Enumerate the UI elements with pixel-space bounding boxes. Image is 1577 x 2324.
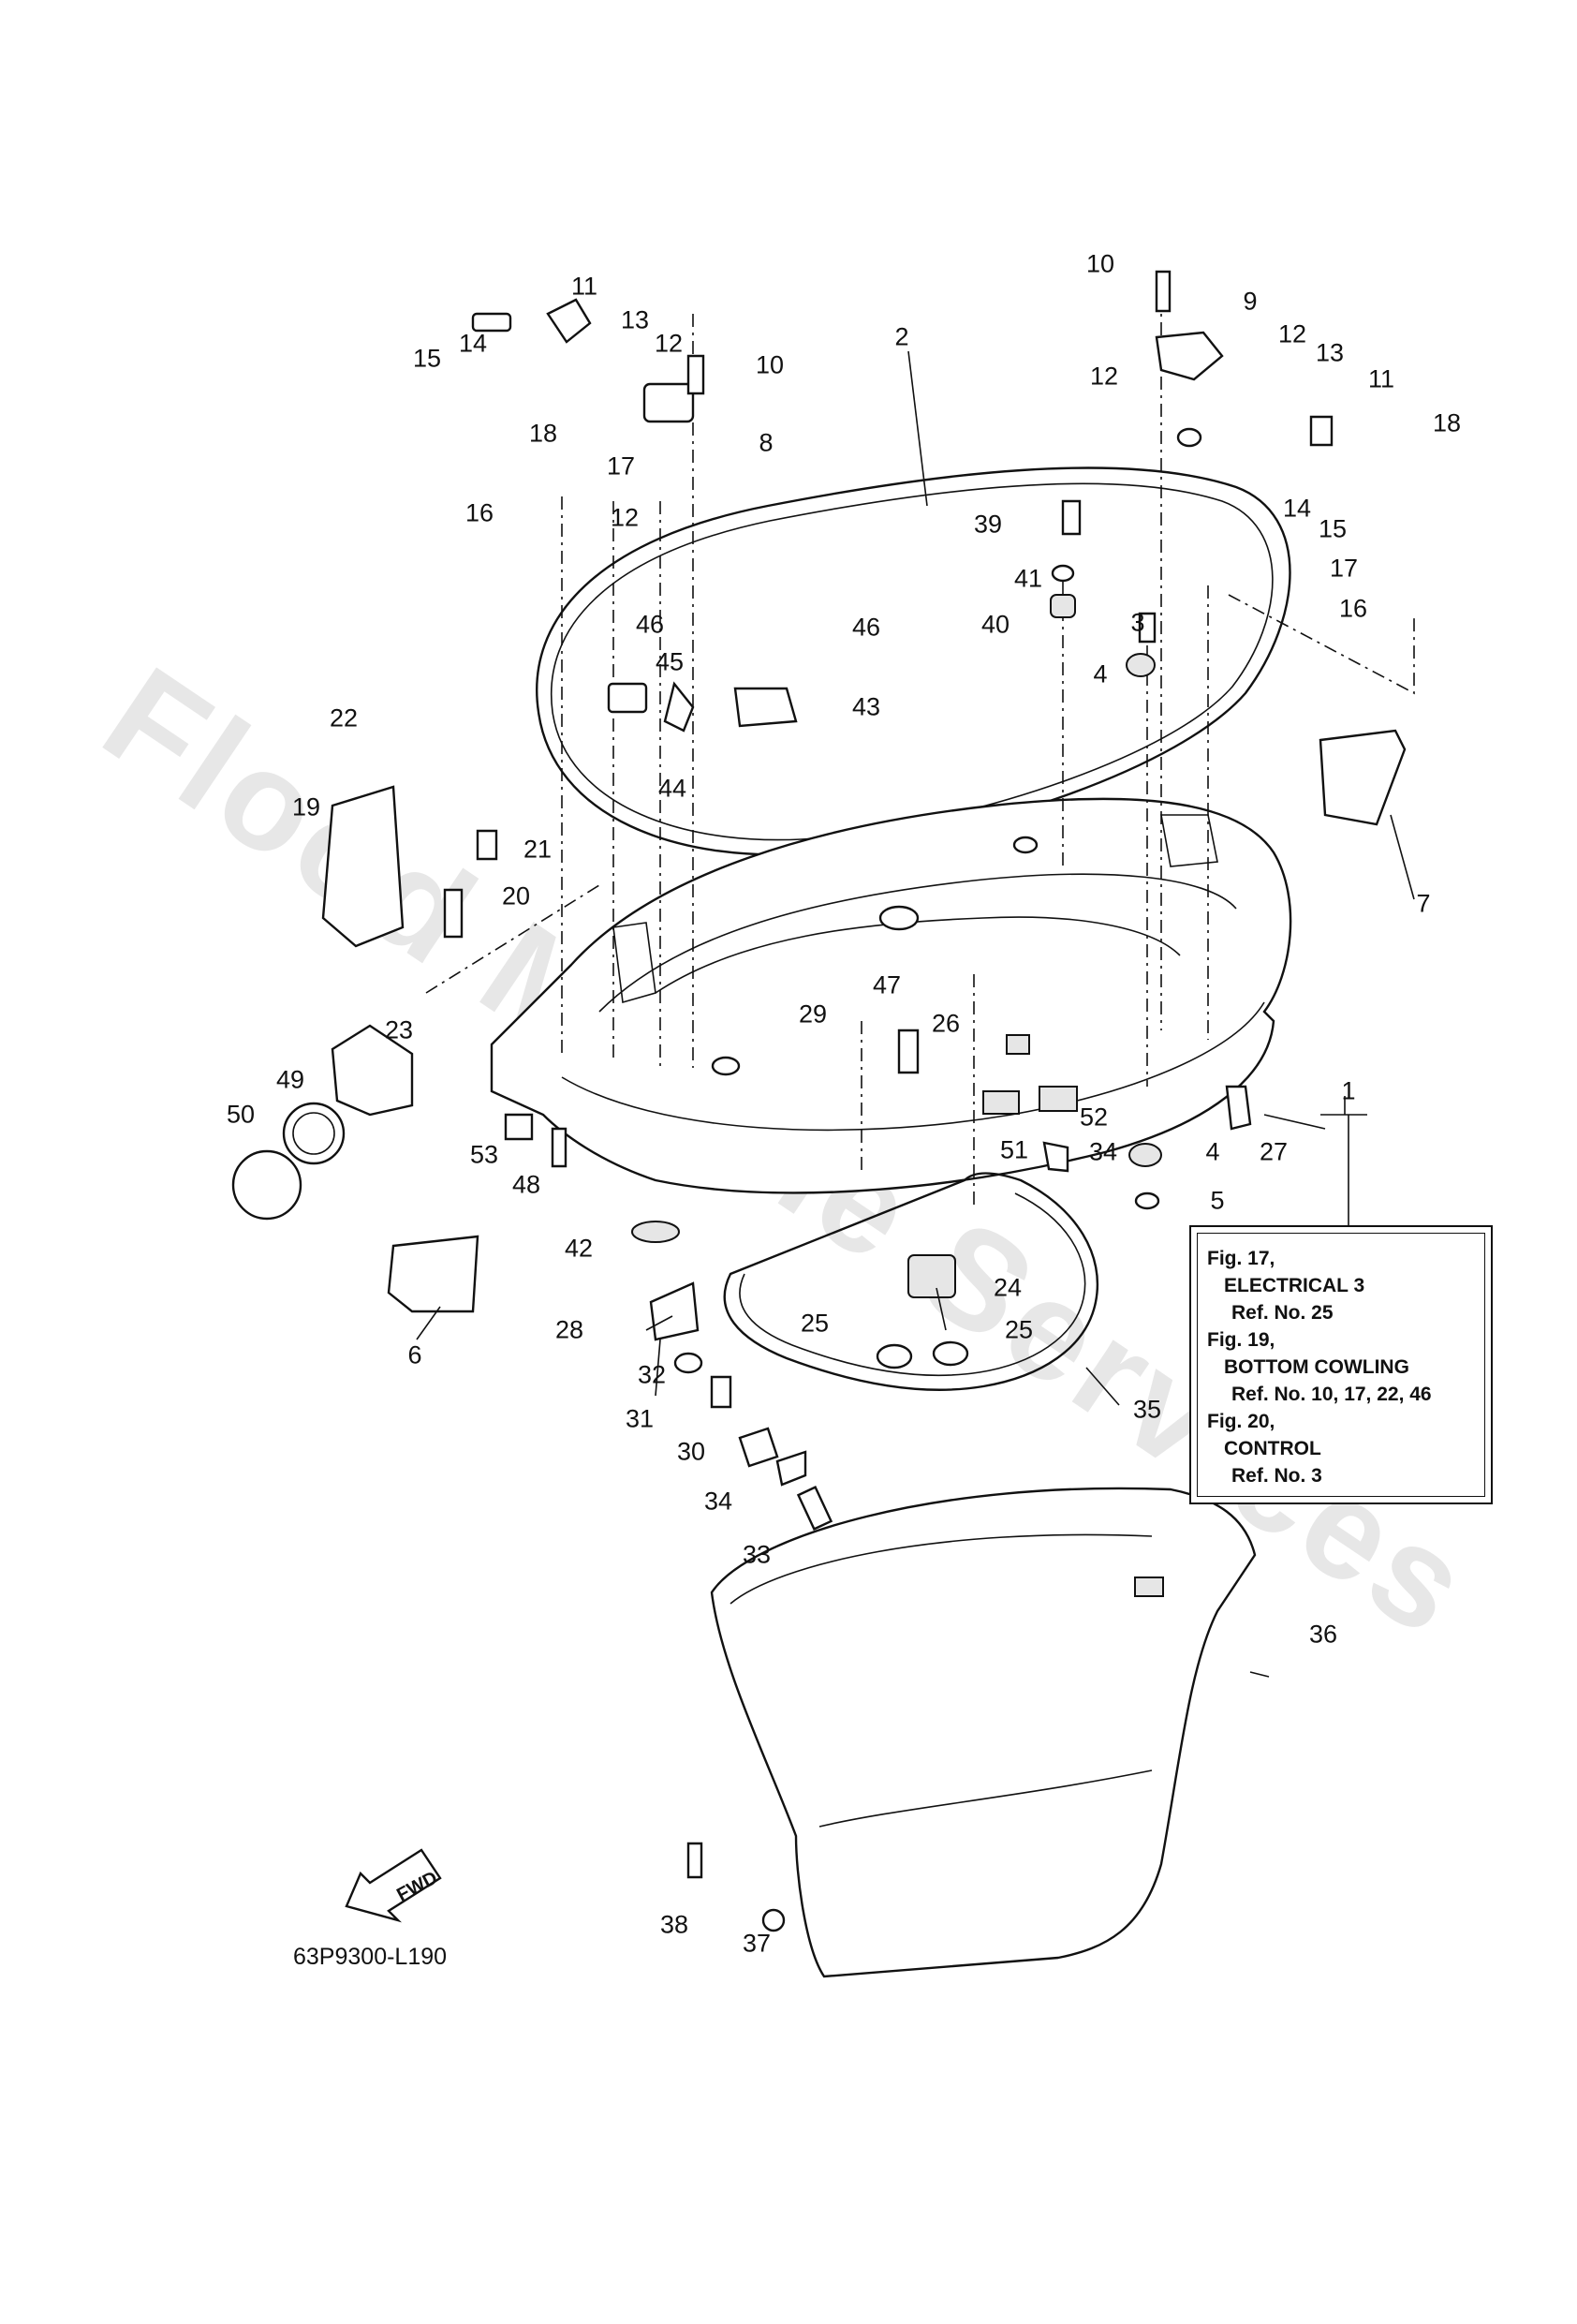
callout-label: 10 xyxy=(1085,249,1115,278)
callout-label: 13 xyxy=(1315,338,1345,367)
callout-label: 51 xyxy=(999,1135,1029,1164)
callout-label: 6 xyxy=(407,1340,422,1369)
callout-label: 32 xyxy=(637,1360,667,1389)
callout-label: 28 xyxy=(554,1315,584,1344)
callout-label: 11 xyxy=(1367,364,1395,393)
ref-fig-19: Fig. 19, xyxy=(1207,1329,1275,1351)
callout-label: 26 xyxy=(931,1009,961,1038)
bottom-seal-part-35 xyxy=(725,1174,1098,1390)
callout-label: 21 xyxy=(523,835,553,864)
callout-label: 41 xyxy=(1013,564,1043,593)
callout-label: 4 xyxy=(1093,659,1108,688)
callout-label: 19 xyxy=(291,792,321,822)
callout-label: 4 xyxy=(1205,1137,1220,1166)
callout-label: 38 xyxy=(659,1910,689,1939)
ref-no-3: Ref. No. 3 xyxy=(1231,1465,1322,1487)
callout-label: 35 xyxy=(1132,1395,1162,1424)
callout-label: 14 xyxy=(1282,494,1312,523)
callout-label: 8 xyxy=(759,428,774,457)
ref-control: CONTROL xyxy=(1224,1438,1321,1459)
callout-label: 25 xyxy=(800,1309,830,1338)
ref-no-10-17-22-46: Ref. No. 10, 17, 22, 46 xyxy=(1231,1384,1432,1405)
callout-label: 46 xyxy=(851,613,881,642)
callout-label: 42 xyxy=(564,1234,594,1263)
callout-label: 44 xyxy=(657,774,687,803)
callout-label: 25 xyxy=(1004,1315,1034,1344)
ref-fig-20: Fig. 20, xyxy=(1207,1411,1275,1432)
callout-label: 23 xyxy=(384,1015,414,1044)
callout-label: 24 xyxy=(993,1273,1023,1302)
callout-label: 47 xyxy=(872,970,902,999)
assembly-lines xyxy=(426,295,1414,1208)
callout-label: 46 xyxy=(635,610,665,639)
callout-label: 15 xyxy=(412,344,442,373)
callout-label: 20 xyxy=(501,881,531,910)
callout-label: 10 xyxy=(755,350,785,379)
callout-label: 14 xyxy=(458,329,488,358)
callout-label: 12 xyxy=(1277,319,1307,348)
callout-label: 34 xyxy=(703,1487,733,1516)
top-seal-part-2 xyxy=(537,468,1290,855)
callout-label: 17 xyxy=(606,451,636,481)
callout-label: 2 xyxy=(894,322,909,351)
callout-label: 15 xyxy=(1318,514,1348,543)
callout-label: 29 xyxy=(798,999,828,1029)
callout-label: 16 xyxy=(464,498,494,527)
diagram-code: 63P9300-L190 xyxy=(293,1944,448,1970)
apron-part-36 xyxy=(712,1488,1255,1976)
reference-box: Fig. 17, ELECTRICAL 3 Ref. No. 25 Fig. 1… xyxy=(1189,1225,1493,1504)
callout-label: 31 xyxy=(625,1404,655,1433)
ref-fig-17: Fig. 17, xyxy=(1207,1248,1275,1269)
callout-label: 43 xyxy=(851,692,881,721)
callout-label: 40 xyxy=(980,610,1010,639)
callout-label: 11 xyxy=(570,272,598,301)
hardware-parts xyxy=(233,272,1405,1931)
reference-box-content: Fig. 17, ELECTRICAL 3 Ref. No. 25 Fig. 1… xyxy=(1197,1233,1485,1497)
callout-label: 18 xyxy=(1432,408,1462,437)
bottom-cowling-part-1 xyxy=(492,799,1290,1193)
callout-label: 17 xyxy=(1329,554,1359,583)
callout-label: 18 xyxy=(528,419,558,448)
ref-no-25: Ref. No. 25 xyxy=(1231,1302,1334,1324)
callout-label: 12 xyxy=(654,329,684,358)
callout-label: 30 xyxy=(676,1437,706,1466)
callout-label: 12 xyxy=(610,503,640,532)
callout-label: 53 xyxy=(469,1140,499,1169)
callout-label: 48 xyxy=(511,1170,541,1199)
callout-label: 5 xyxy=(1210,1186,1225,1215)
callout-label: 34 xyxy=(1088,1137,1118,1166)
callout-label: 36 xyxy=(1308,1620,1338,1649)
callout-label: 39 xyxy=(973,510,1003,539)
callout-label: 9 xyxy=(1243,287,1258,316)
callout-label: 7 xyxy=(1416,889,1431,918)
callout-label: 12 xyxy=(1089,362,1119,391)
fwd-arrow xyxy=(346,1850,440,1920)
callout-label: 33 xyxy=(742,1540,772,1569)
callout-label: 16 xyxy=(1338,594,1368,623)
callout-label: 3 xyxy=(1130,608,1145,637)
callout-label: 1 xyxy=(1341,1076,1356,1105)
callout-label: 22 xyxy=(329,703,359,733)
callout-label: 37 xyxy=(742,1929,772,1958)
callout-label: 45 xyxy=(655,647,685,676)
callout-label: 27 xyxy=(1259,1137,1289,1166)
callout-label: 50 xyxy=(226,1100,256,1129)
callout-label: 52 xyxy=(1079,1103,1109,1132)
ref-electrical-3: ELECTRICAL 3 xyxy=(1224,1275,1365,1296)
leader-lines xyxy=(417,351,1414,1677)
callout-label: 13 xyxy=(620,305,650,334)
callout-label: 49 xyxy=(275,1065,305,1094)
ref-bottom-cowling: BOTTOM COWLING xyxy=(1224,1356,1409,1378)
